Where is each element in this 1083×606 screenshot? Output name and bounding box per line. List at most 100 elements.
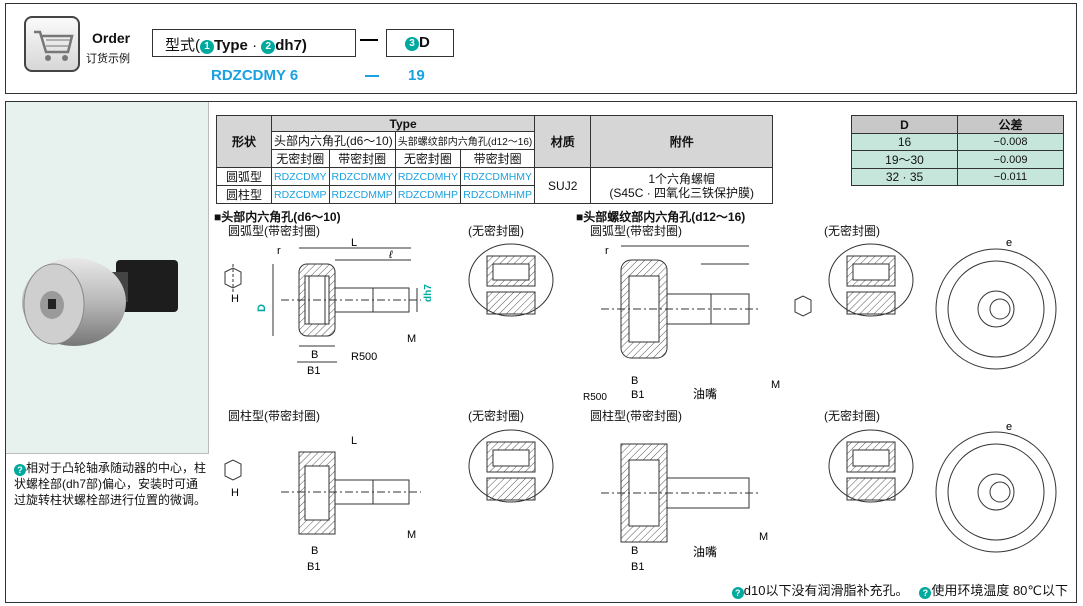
label-l: ℓ — [388, 249, 393, 261]
drawing-hex-cylinder: H L M B B1 — [224, 435, 421, 573]
label-M: M — [771, 379, 780, 391]
label-B: B — [631, 545, 638, 557]
example-dash — [365, 75, 379, 77]
footer-note-1: d10以下没有润滑脂补充孔。 — [743, 583, 909, 598]
th-with-seal: 带密封圈 — [460, 149, 536, 168]
circle-number-2: 2 — [261, 40, 276, 54]
table-row: 圆弧型 RDZCDMY RDZCDMMY RDZCDMHY RDZCDMHMY … — [216, 167, 774, 204]
label-h: H — [231, 293, 239, 305]
label-B1: B1 — [631, 561, 644, 573]
type-code: RDZCDMMY — [328, 167, 396, 186]
footer-notes: ?d10以下没有润滑脂补充孔。 ?使用环境温度 80℃以下 — [731, 580, 1068, 599]
dh7-label: dh7) — [275, 37, 307, 54]
type-code: RDZCDMHMP — [460, 185, 536, 204]
example-code: RDZCDMY 6 — [211, 67, 299, 84]
label-r: r — [605, 245, 609, 257]
th-accessory: 附件 — [590, 115, 774, 168]
detail-no-seal — [468, 243, 554, 317]
material-cell: SUJ2 — [534, 167, 592, 204]
label-e: e — [1006, 421, 1012, 433]
type-code: RDZCDMHP — [394, 185, 462, 204]
order-label: Order — [92, 30, 131, 46]
label-M: M — [407, 529, 416, 541]
label-B1: B1 — [307, 365, 320, 377]
label-L: L — [351, 435, 357, 447]
label-R500: R500 — [583, 392, 607, 403]
th-screw: 头部螺纹部内六角孔(d12～16) — [394, 131, 536, 150]
label-B: B — [311, 349, 318, 361]
label-B1: B1 — [631, 389, 644, 401]
tol-cell: −0.011 — [957, 168, 1064, 186]
tip-icon: ? — [919, 587, 932, 599]
no-seal-label: (无密封圈) — [824, 224, 880, 238]
no-seal-label: (无密封圈) — [824, 409, 880, 423]
label-r: r — [277, 245, 281, 257]
type-prefix: 型式( — [165, 37, 200, 54]
table-row: 32 · 35 −0.011 — [851, 168, 1064, 186]
end-view: e — [935, 237, 1057, 370]
table-row: 圆柱型 RDZCDMP RDZCDMMP RDZCDMHP RDZCDMHMP — [216, 185, 773, 204]
th-type: Type — [270, 115, 536, 132]
label-3-d: D — [256, 304, 268, 312]
tip-icon: ? — [14, 464, 26, 476]
th-tolerance: 公差 — [957, 115, 1064, 134]
label-e: e — [1006, 237, 1012, 249]
type-code: RDZCDMMP — [328, 185, 396, 204]
label-dh7: dh7 — [423, 284, 434, 302]
hex-section-title: ■头部内六角孔(d6～10) — [214, 210, 341, 224]
label-B: B — [631, 375, 638, 387]
drawing-hex-arc: H L ℓ r D dh7 B B1 R500 M — [224, 237, 434, 377]
cyl-subtitle: 圆柱型(带密封圈) — [590, 409, 682, 423]
main-content: ?相对于凸轮轴承随动器的中心，柱状螺栓部(dh7部)偏心，安装时可通过旋转柱状螺… — [5, 101, 1077, 603]
tol-cell: −0.009 — [957, 150, 1064, 169]
detail-no-seal — [468, 429, 554, 503]
d-cell: 32 · 35 — [851, 168, 958, 186]
cyl-subtitle: 圆柱型(带密封圈) — [228, 409, 320, 423]
type-code: RDZCDMY — [271, 167, 330, 186]
type-label: Type — [214, 37, 248, 54]
eccentric-note: ?相对于凸轮轴承随动器的中心，柱状螺栓部(dh7部)偏心，安装时可通过旋转柱状螺… — [6, 460, 206, 508]
screw-section-title: ■头部螺纹部内六角孔(d12～16) — [576, 210, 746, 224]
arc-subtitle: 圆弧型(带密封圈) — [590, 224, 682, 238]
th-hex: 头部内六角孔(d6～10) — [271, 131, 396, 150]
tol-cell: −0.008 — [957, 133, 1064, 151]
spec-table: 形状 Type 材质 附件 头部内六角孔(d6～10) 头部螺纹部内六角孔(d1… — [216, 115, 774, 204]
label-oil: 油嘴 — [693, 387, 717, 401]
label-h: H — [231, 487, 239, 499]
drawing-screw-cylinder: 油嘴 B B1 M — [601, 443, 768, 573]
th-no-seal: 无密封圈 — [271, 149, 330, 168]
label-B: B — [311, 545, 318, 557]
type-code: RDZCDMHMY — [460, 167, 536, 186]
th-shape: 形状 — [216, 115, 272, 168]
drawing-screw-arc: r B B1 R500 油嘴 M — [583, 245, 812, 403]
table-row: 16 −0.008 — [851, 133, 1064, 151]
type-code: RDZCDMP — [271, 185, 330, 204]
accessory-line-1: 1个六角螺帽 — [648, 171, 716, 186]
no-seal-label: (无密封圈) — [468, 409, 524, 423]
th-material: 材质 — [534, 115, 592, 168]
eccentric-note-text: 相对于凸轮轴承随动器的中心，柱状螺栓部(dh7部)偏心，安装时可通过旋转柱状螺栓… — [14, 461, 207, 507]
end-view: e — [935, 421, 1057, 553]
accessory-line-2: (S45C · 四氧化三铁保护膜) — [609, 185, 755, 200]
circle-number-3: 3 — [405, 37, 419, 51]
detail-no-seal — [828, 429, 914, 503]
tip-icon: ? — [731, 587, 744, 599]
example-d: 19 — [408, 67, 425, 84]
d-cell: 19～30 — [851, 150, 958, 169]
shape-cell: 圆柱型 — [216, 185, 272, 204]
label-L: L — [351, 237, 357, 249]
label-R500: R500 — [351, 351, 377, 363]
table-row: 19～30 −0.009 — [851, 150, 1064, 169]
product-photo — [6, 102, 209, 454]
type-code: RDZCDMHY — [394, 167, 462, 186]
tolerance-table: D 公差 16 −0.008 19～30 −0.009 32 · 35 −0.0… — [851, 115, 1064, 186]
shape-cell: 圆弧型 — [216, 167, 272, 186]
d-cell: 16 — [851, 133, 958, 151]
dash-separator — [360, 39, 378, 41]
th-d: D — [851, 115, 958, 134]
th-no-seal: 无密封圈 — [394, 149, 462, 168]
footer-note-2: 使用环境温度 80℃以下 — [931, 583, 1068, 598]
